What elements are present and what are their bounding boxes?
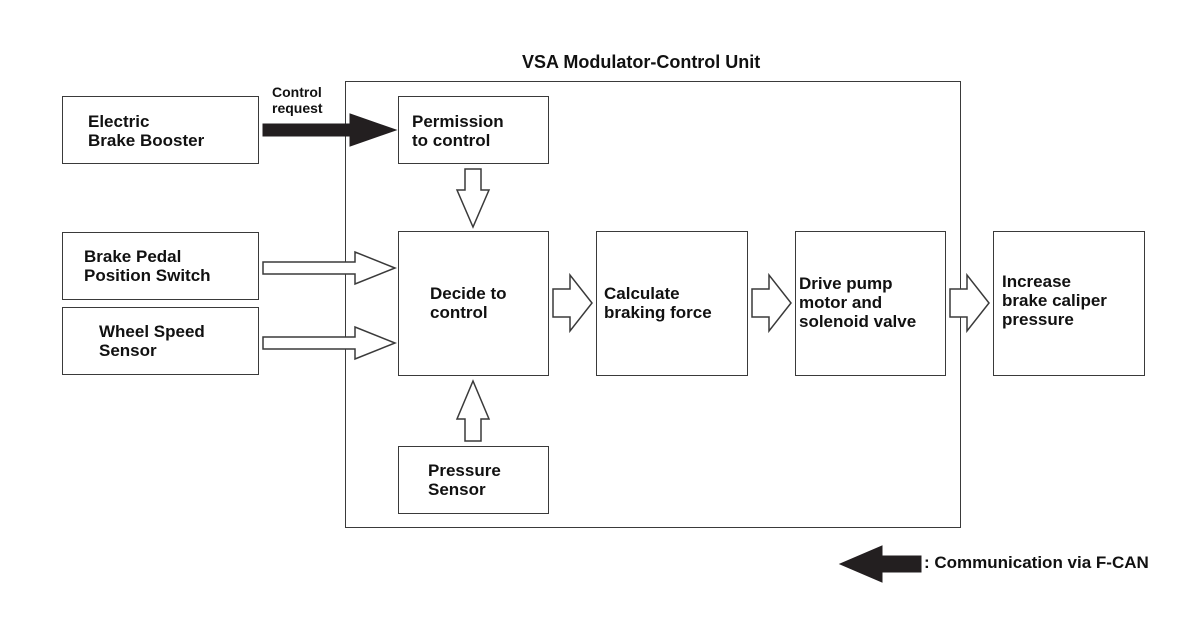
legend-fcan-arrow-icon xyxy=(838,545,922,583)
decide-to-calculate-arrow xyxy=(552,272,593,334)
wheel-speed-to-decide-arrow xyxy=(262,325,398,361)
control-request-label: Control request xyxy=(272,84,323,116)
legend-fcan-label: : Communication via F-CAN xyxy=(924,553,1149,572)
drive-pump-motor-label: Drive pump motor and solenoid valve xyxy=(799,274,917,331)
brake-pedal-to-decide-arrow xyxy=(262,250,398,286)
brake-pedal-position-switch-label: Brake Pedal Position Switch xyxy=(84,247,211,285)
fcan-control-request-arrow xyxy=(262,113,398,147)
calculate-braking-force-label: Calculate braking force xyxy=(604,284,712,322)
pressure-sensor-label: Pressure Sensor xyxy=(428,461,501,499)
permission-to-control-box xyxy=(398,96,549,164)
permission-to-decide-arrow xyxy=(455,168,491,229)
increase-brake-caliper-pressure-label: Increase brake caliper pressure xyxy=(1002,272,1107,329)
pressure-to-decide-arrow xyxy=(455,379,491,442)
electric-brake-booster-box xyxy=(62,96,259,164)
wheel-speed-sensor-label: Wheel Speed Sensor xyxy=(99,322,205,360)
vsa-unit-title: VSA Modulator-Control Unit xyxy=(522,52,761,72)
calculate-braking-force-box xyxy=(596,231,748,376)
brake-pedal-position-switch-box xyxy=(62,232,259,300)
decide-to-control-label: Decide to control xyxy=(430,284,507,322)
drive-pump-motor-box xyxy=(795,231,946,376)
wheel-speed-sensor-box xyxy=(62,307,259,375)
pressure-sensor-box xyxy=(398,446,549,514)
electric-brake-booster-label: Electric Brake Booster xyxy=(88,112,205,150)
drive-to-increase-arrow xyxy=(949,272,990,334)
calculate-to-drive-arrow xyxy=(751,272,792,334)
decide-to-control-box xyxy=(398,231,549,376)
permission-to-control-label: Permission to control xyxy=(412,112,504,150)
increase-brake-caliper-pressure-box xyxy=(993,231,1145,376)
